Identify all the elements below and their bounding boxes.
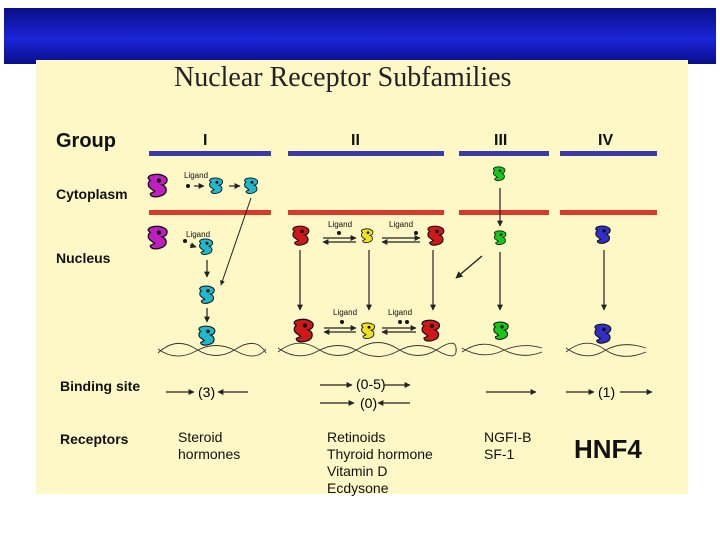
receptor-ngfi-b: NGFI-B bbox=[484, 429, 532, 445]
dna-helix-i-b bbox=[157, 345, 267, 357]
receptor-hnf4: HNF4 bbox=[574, 434, 642, 464]
dna-helix-iv bbox=[565, 342, 647, 357]
label-receptors: Receptors bbox=[60, 431, 129, 447]
ligand-dot bbox=[340, 320, 344, 324]
receptors-ii: Retinoids Thyroid hormone Vitamin D Ecdy… bbox=[327, 429, 433, 497]
receptor-red-yellow-dimer bbox=[421, 319, 441, 342]
membrane-red-ii bbox=[288, 210, 444, 215]
nuclear-membranes bbox=[149, 210, 657, 215]
cytoplasm-membranes bbox=[149, 151, 657, 156]
dna-helix-iv-b bbox=[565, 344, 647, 357]
diagram-panel: Nuclear Receptor Subfamilies Group Cytop… bbox=[36, 60, 688, 497]
label-cytoplasm: Cytoplasm bbox=[56, 186, 128, 202]
ligand-dot bbox=[414, 231, 418, 235]
title-bar bbox=[4, 8, 716, 64]
receptor-hormones: hormones bbox=[178, 446, 241, 462]
ligand-dot bbox=[405, 320, 409, 324]
binding-site-ii-a: (0-5) bbox=[356, 376, 386, 392]
ligand-label-i-top: Ligand bbox=[184, 171, 209, 180]
binding-site-iv: (1) bbox=[598, 384, 616, 400]
dna-helix-ii bbox=[277, 342, 457, 356]
label-group: Group bbox=[56, 130, 116, 152]
group-label-i: I bbox=[203, 132, 208, 149]
receptor-magenta-cyto bbox=[147, 173, 168, 198]
receptor-red-nuc bbox=[292, 225, 310, 246]
receptor-vitamin-d: Vitamin D bbox=[327, 463, 388, 479]
arrow bbox=[220, 197, 252, 286]
group-label-ii: II bbox=[351, 132, 360, 149]
dna-helix-iii bbox=[461, 343, 543, 356]
membrane-red-iv bbox=[560, 210, 657, 215]
receptor-cyan-cyto-a bbox=[209, 177, 224, 195]
ligand-label-ii-c: Ligand bbox=[333, 308, 358, 317]
receptor-cyan-nuc bbox=[199, 238, 214, 256]
receptor-steroid: Steroid bbox=[178, 429, 223, 445]
receptor-ecdysone: Ecdysone bbox=[327, 480, 389, 496]
receptor-yellow-nuc bbox=[360, 228, 374, 244]
receptor-retinoids: Retinoids bbox=[327, 429, 386, 445]
receptors-i: Steroid hormones bbox=[178, 429, 240, 463]
membrane-blue-iii bbox=[459, 151, 549, 156]
receptor-green-nuc bbox=[493, 230, 507, 246]
membrane-blue-i bbox=[149, 151, 271, 156]
receptor-blue-nuc bbox=[595, 225, 611, 244]
membrane-blue-iv bbox=[560, 151, 657, 156]
membrane-red-iii bbox=[459, 210, 549, 215]
group-label-iii: III bbox=[494, 132, 508, 149]
binding-site-ii-b: (0) bbox=[360, 395, 378, 411]
dna-helix-iii-b bbox=[461, 345, 543, 356]
membrane-red-i bbox=[149, 210, 271, 215]
dna-helix-i bbox=[157, 343, 267, 356]
ligand-dot bbox=[337, 231, 341, 235]
receptor-cyan-dimer-b bbox=[198, 325, 216, 346]
receptor-diagram bbox=[147, 151, 657, 406]
binding-site-arrows bbox=[166, 382, 653, 406]
ligand-dot bbox=[183, 239, 187, 243]
ligand-label-ii-d: Ligand bbox=[388, 308, 413, 317]
receptor-blue-dna bbox=[594, 323, 612, 344]
ligand-label-ii-a: Ligand bbox=[328, 220, 353, 229]
ligand-dot bbox=[186, 184, 190, 188]
label-binding-site: Binding site bbox=[60, 378, 141, 394]
arrow bbox=[455, 255, 483, 279]
receptor-red-dimer bbox=[293, 318, 314, 343]
group-label-iv: IV bbox=[598, 132, 614, 149]
label-nucleus: Nucleus bbox=[56, 250, 111, 266]
receptor-green-cyto bbox=[492, 166, 506, 182]
receptor-thyroid-hormone: Thyroid hormone bbox=[327, 446, 433, 462]
receptor-green-dna bbox=[493, 321, 509, 341]
ligand-label-i-bottom: Ligand bbox=[186, 230, 211, 239]
receptor-yellow-dimer bbox=[360, 322, 376, 340]
receptor-cyan-dimer-a bbox=[199, 285, 215, 305]
arrow bbox=[189, 242, 197, 249]
dna-helices bbox=[157, 342, 647, 357]
receptor-magenta-nuc bbox=[147, 225, 168, 250]
ligand-dot bbox=[398, 320, 402, 324]
receptor-cyan-cyto-b bbox=[244, 177, 259, 195]
binding-site-i: (3) bbox=[198, 384, 216, 400]
diagram-title: Nuclear Receptor Subfamilies bbox=[174, 62, 512, 93]
receptor-sf-1: SF-1 bbox=[484, 446, 515, 462]
ligand-label-ii-b: Ligand bbox=[389, 220, 414, 229]
receptors-iii: NGFI-B SF-1 bbox=[484, 429, 531, 463]
receptor-red-yellow-nuc bbox=[427, 225, 445, 246]
membrane-blue-ii bbox=[288, 151, 444, 156]
dna-helix-ii-b bbox=[277, 345, 457, 357]
